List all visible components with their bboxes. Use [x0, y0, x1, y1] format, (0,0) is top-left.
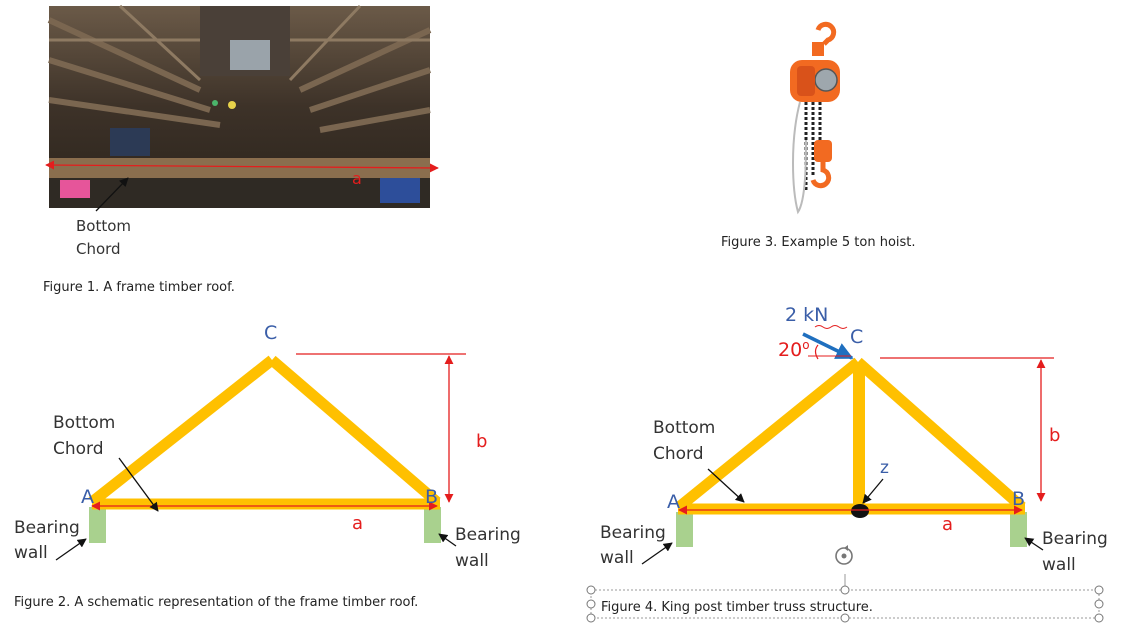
photo-label-line2: Chord: [76, 240, 121, 258]
fig2-wall-right-label-line2: wall: [455, 551, 489, 571]
fig4-z-pointer: [862, 478, 884, 504]
fig4-node-c: C: [850, 326, 863, 348]
fig4-wall-right-pointer: [1024, 537, 1044, 551]
fig2-node-c: C: [264, 322, 277, 344]
fig4-span-label: a: [942, 514, 953, 535]
fig2-bearing-wall-right: [424, 507, 441, 543]
fig2-wall-left-label-line1: Bearing: [14, 518, 80, 538]
fig4-joint-z: [851, 504, 869, 518]
fig2-wall-right-pointer: [438, 533, 457, 547]
fig4-king-post: [853, 364, 865, 508]
figure-4: a b C A B z 2 kN 20o Bottom Chord Bearin…: [586, 304, 1108, 623]
fig4-bottom-chord-pointer: [707, 468, 745, 503]
fig2-node-b: B: [425, 486, 438, 508]
fig2-height-label: b: [476, 431, 487, 452]
fig4-wall-right-label-line1: Bearing: [1042, 529, 1108, 549]
resize-handle-bottom-left[interactable]: [586, 613, 596, 623]
fig2-left-rafter: [88, 355, 276, 507]
resize-handle-top-middle[interactable]: [840, 585, 850, 595]
fig4-node-a: A: [667, 491, 680, 513]
fig4-force-label-underline: [814, 325, 848, 329]
fig4-right-rafter: [854, 357, 1026, 512]
fig2-bearing-wall-left: [89, 507, 106, 543]
hoist-image: [790, 21, 840, 215]
fig4-wall-right-label-line2: wall: [1042, 555, 1076, 575]
fig4-force-arrow: [802, 332, 854, 360]
resize-handle-bottom-right[interactable]: [1094, 613, 1104, 623]
figure-1-caption: Figure 1. A frame timber roof.: [43, 280, 235, 295]
figure-3-caption: Figure 3. Example 5 ton hoist.: [721, 235, 916, 250]
fig2-bottom-chord-label-line1: Bottom: [53, 413, 115, 433]
resize-handle-middle-left[interactable]: [586, 599, 596, 609]
fig4-bottom-chord-label-line2: Chord: [653, 444, 704, 464]
fig4-bearing-wall-right: [1010, 512, 1027, 547]
photo-pointer-arrow: [95, 177, 129, 212]
figure-2: a b C A B Bottom Chord Bearing wall Bear…: [14, 322, 521, 610]
fig4-node-b: B: [1012, 488, 1025, 510]
figure-1: a Bottom Chord Figure 1. A frame timber …: [43, 4, 439, 295]
fig4-angle-label: 20o: [778, 338, 810, 361]
fig2-wall-left-label-line2: wall: [14, 543, 48, 563]
rotate-handle-icon[interactable]: [835, 545, 853, 565]
figure-4-caption-textbox[interactable]: Figure 4. King post timber truss structu…: [586, 545, 1104, 623]
figure-3: Figure 3. Example 5 ton hoist.: [721, 21, 916, 250]
resize-handle-top-right[interactable]: [1094, 585, 1104, 595]
resize-handle-middle-right[interactable]: [1094, 599, 1104, 609]
fig4-bearing-wall-left: [676, 512, 693, 547]
fig4-bottom-chord-label-line1: Bottom: [653, 418, 715, 438]
figure-2-caption: Figure 2. A schematic representation of …: [14, 595, 418, 610]
resize-handle-top-left[interactable]: [586, 585, 596, 595]
roof-photo: a: [45, 4, 439, 208]
fig4-wall-left-label-line2: wall: [600, 548, 634, 568]
photo-dimension-label: a: [352, 169, 362, 188]
fig4-height-label: b: [1049, 425, 1060, 446]
fig4-wall-left-pointer: [641, 542, 673, 565]
fig4-wall-left-label-line1: Bearing: [600, 523, 666, 543]
fig4-angle-arc: [814, 344, 819, 360]
fig2-wall-right-label-line1: Bearing: [455, 525, 521, 545]
fig2-wall-left-pointer: [55, 538, 87, 561]
fig2-span-label: a: [352, 513, 363, 534]
fig4-node-z: z: [880, 458, 889, 478]
photo-dimension-arrow: [45, 160, 439, 173]
resize-handle-bottom-middle[interactable]: [840, 613, 850, 623]
figure-4-caption[interactable]: Figure 4. King post timber truss structu…: [601, 600, 873, 615]
fig4-left-rafter: [675, 357, 862, 512]
fig4-force-label: 2 kN: [785, 304, 828, 326]
photo-label-line1: Bottom: [76, 217, 131, 235]
fig2-node-a: A: [81, 486, 94, 508]
fig2-right-rafter: [268, 355, 441, 507]
fig2-bottom-chord-label-line2: Chord: [53, 439, 104, 459]
fig2-bottom-chord-pointer: [118, 457, 159, 512]
